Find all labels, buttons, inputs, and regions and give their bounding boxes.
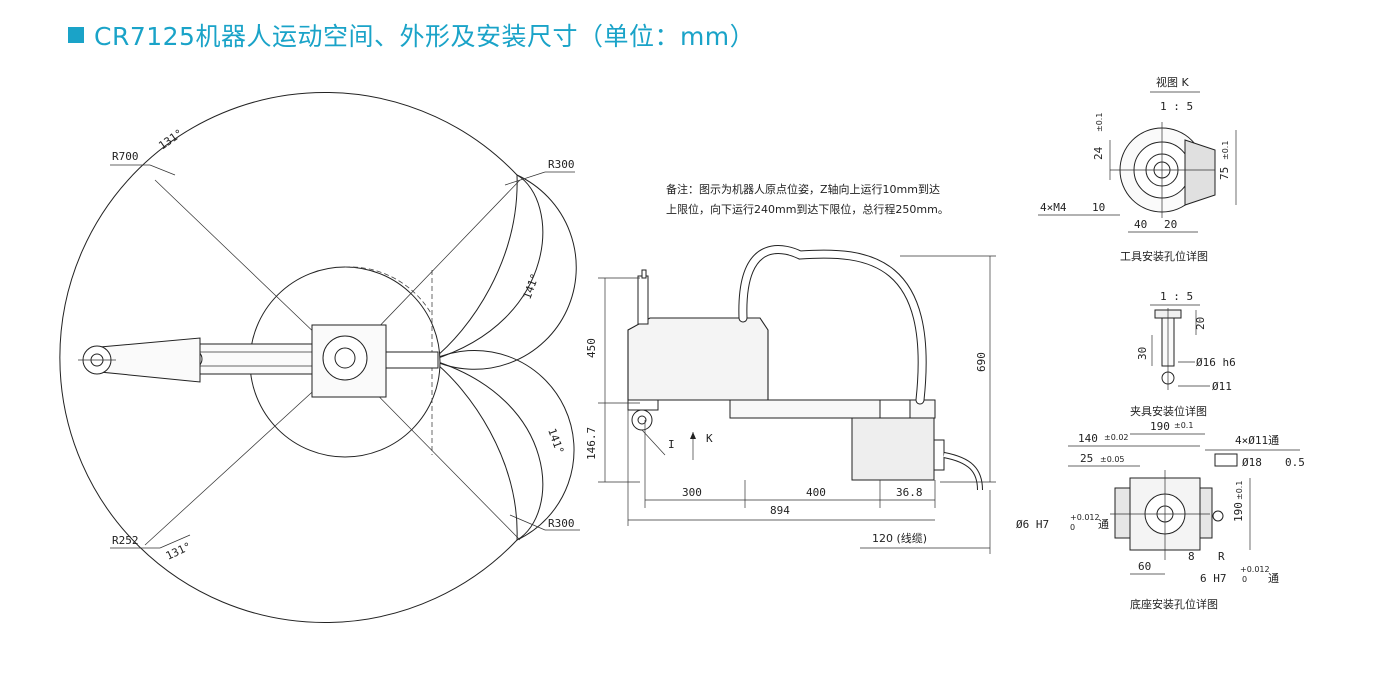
arm-link-2 — [78, 337, 201, 383]
z-axis-housing — [851, 417, 935, 481]
upper-lobe — [431, 174, 544, 361]
tool-depth: 10 — [1092, 201, 1105, 214]
title-text: CR7125机器人运动空间、外形及安装尺寸（单位：mm） — [94, 22, 756, 51]
note-line-1: 备注：图示为机器人原点位姿，Z轴向上运行10mm到达 — [666, 182, 940, 196]
tool-scale: 1 : 5 — [1160, 100, 1193, 113]
label-141-right: 141° — [521, 272, 542, 301]
tool-detail: 视图 K 1 : 5 24 ±0.1 75 ±0.1 4×M4 10 40 20… — [1038, 75, 1237, 263]
label-r300-top: R300 — [548, 158, 575, 171]
title-marker — [68, 27, 84, 43]
gripper-caption: 夹具安装位详图 — [1130, 404, 1207, 418]
base-pin-right-tol-bottom: 0 — [1242, 575, 1247, 584]
tool-d24-tol: ±0.1 — [1095, 113, 1104, 132]
dim-690: 690 — [975, 352, 988, 372]
tool-d75-tol: ±0.1 — [1221, 141, 1230, 160]
tool-d75: 75 — [1218, 167, 1231, 180]
tool-d20: 20 — [1164, 218, 1177, 231]
dim-146: 146.7 — [585, 427, 598, 460]
base-pin-right-suffix: 通 — [1268, 572, 1279, 585]
base-counterbore-depth: 0.5 — [1285, 456, 1305, 469]
base-pin-left-tol-bottom: 0 — [1070, 523, 1075, 532]
gripper-scale: 1 : 5 — [1160, 290, 1193, 303]
gripper-d20: 20 — [1194, 317, 1207, 330]
tool-d40: 40 — [1134, 218, 1147, 231]
label-141-lower: 141° — [545, 427, 566, 456]
workspace-boundary — [59, 92, 577, 623]
dim-894: 894 — [770, 504, 790, 517]
base-d25: 25 — [1080, 452, 1093, 465]
base-pin-left: Ø6 H7 — [1016, 518, 1049, 531]
base-pin-left-tol-top: +0.012 — [1070, 513, 1100, 522]
base-pin-right: 6 H7 — [1200, 572, 1227, 585]
base-detail: 140 ±0.02 190 ±0.1 25 ±0.05 4×Ø11通 Ø18 0… — [1016, 420, 1305, 611]
base-d140: 140 — [1078, 432, 1098, 445]
label-r252: R252 — [112, 534, 139, 547]
base-counterbore: Ø18 — [1242, 456, 1262, 469]
page-title: CR7125机器人运动空间、外形及安装尺寸（单位：mm） — [68, 20, 756, 51]
tool-header: 视图 K — [1156, 75, 1189, 89]
dim-450: 450 — [585, 338, 598, 358]
gripper-phi11: Ø11 — [1212, 380, 1232, 393]
base-d140-tol: ±0.02 — [1104, 433, 1129, 442]
base-caption: 底座安装孔位详图 — [1130, 597, 1218, 611]
base-d190-tol: ±0.1 — [1174, 421, 1193, 430]
base-pin-right-tol-top: +0.012 — [1240, 565, 1270, 574]
gripper-phi16: Ø16 h6 — [1196, 356, 1236, 369]
base-pin-left-suffix: 通 — [1098, 518, 1109, 531]
view-letter-i: I — [668, 438, 675, 451]
base-d25-tol: ±0.05 — [1100, 455, 1125, 464]
tool-d24: 24 — [1092, 146, 1105, 160]
base-d190v: 190 — [1232, 502, 1245, 522]
base-r-label: R — [1218, 550, 1225, 563]
label-131-bottom: 131° — [164, 540, 194, 563]
base-d8: 8 — [1188, 550, 1195, 563]
base-d190v-tol: ±0.1 — [1235, 481, 1244, 500]
gripper-detail: 1 : 5 20 30 Ø16 h6 Ø11 夹具安装位详图 — [1130, 290, 1236, 418]
label-131-top: 131° — [156, 127, 185, 153]
lower-lobe — [431, 359, 544, 541]
gripper-d30: 30 — [1136, 347, 1149, 360]
base-holes: 4×Ø11通 — [1235, 434, 1279, 447]
label-r700: R700 — [112, 150, 139, 163]
workspace-plan-view: R700 R300 R300 R252 131° 141° 141° 131° — [59, 92, 580, 623]
base-d190: 190 — [1150, 420, 1170, 433]
dim-cable: 120 (线缆) — [872, 531, 927, 545]
view-letter-k: K — [706, 432, 713, 445]
note-line-2: 上限位，向下运行240mm到达下限位，总行程250mm。 — [666, 202, 949, 216]
side-view: 备注：图示为机器人原点位姿，Z轴向上运行10mm到达 上限位，向下运行240mm… — [585, 182, 996, 554]
dim-400: 400 — [806, 486, 826, 499]
label-r300-bottom: R300 — [548, 517, 575, 530]
tool-holes: 4×M4 — [1040, 201, 1067, 214]
tool-caption: 工具安装孔位详图 — [1120, 249, 1208, 263]
base-d60: 60 — [1138, 560, 1151, 573]
base-unit — [311, 324, 439, 398]
dim-300: 300 — [682, 486, 702, 499]
dim-36: 36.8 — [896, 486, 923, 499]
robot-column — [627, 317, 769, 401]
